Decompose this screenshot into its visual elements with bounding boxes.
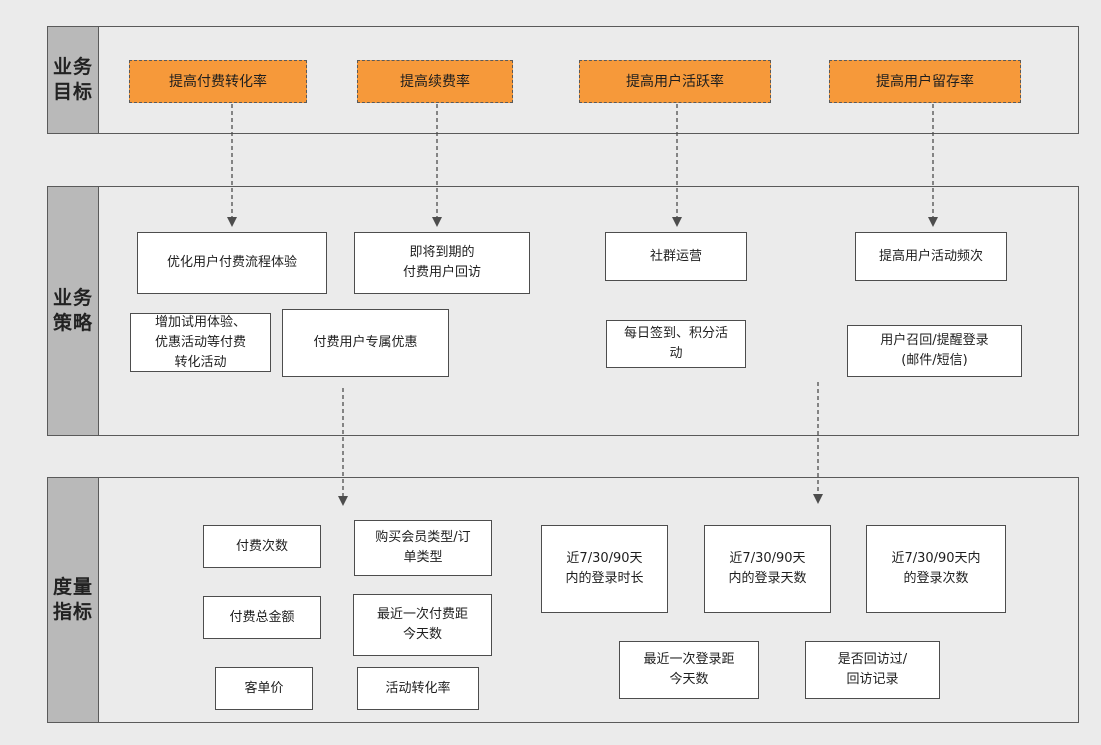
metric-avg-order-value: 客单价 <box>215 667 313 710</box>
metric-days-since-login: 最近一次登录距 今天数 <box>619 641 759 699</box>
metric-membership-order-type: 购买会员类型/订 单类型 <box>354 520 492 576</box>
strategy-activity-frequency: 提高用户活动频次 <box>855 232 1007 281</box>
metric-payment-total: 付费总金额 <box>203 596 321 639</box>
metric-login-duration: 近7/30/90天 内的登录时长 <box>541 525 668 613</box>
goals-row-label: 业务目标 <box>48 27 99 133</box>
strategy-optimize-payment-flow: 优化用户付费流程体验 <box>137 232 327 294</box>
strategy-expiring-user-followup: 即将到期的 付费用户回访 <box>354 232 530 294</box>
strategies-row: 业务策略 <box>47 186 1079 436</box>
metric-payment-count: 付费次数 <box>203 525 321 568</box>
strategy-checkin-points: 每日签到、积分活 动 <box>606 320 746 368</box>
strategies-label-text: 业务策略 <box>52 287 93 334</box>
metrics-label-text: 度量指标 <box>52 576 93 623</box>
strategy-user-recall: 用户召回/提醒登录 (邮件/短信) <box>847 325 1022 377</box>
strategy-community-ops: 社群运营 <box>605 232 747 281</box>
metric-activity-conversion: 活动转化率 <box>357 667 479 710</box>
metric-login-count: 近7/30/90天内 的登录次数 <box>866 525 1006 613</box>
strategy-exclusive-discount: 付费用户专属优惠 <box>282 309 449 377</box>
goal-retention-rate: 提高用户留存率 <box>829 60 1021 103</box>
metric-login-days: 近7/30/90天 内的登录天数 <box>704 525 831 613</box>
goal-renewal-rate: 提高续费率 <box>357 60 513 103</box>
metric-followup-record: 是否回访过/ 回访记录 <box>805 641 940 699</box>
metric-days-since-payment: 最近一次付费距 今天数 <box>353 594 492 656</box>
strategy-trial-promo: 增加试用体验、 优惠活动等付费 转化活动 <box>130 313 271 372</box>
goal-activity-rate: 提高用户活跃率 <box>579 60 771 103</box>
goal-paid-conversion: 提高付费转化率 <box>129 60 307 103</box>
goals-label-text: 业务目标 <box>52 56 93 103</box>
strategies-row-label: 业务策略 <box>48 187 99 435</box>
metrics-row-label: 度量指标 <box>48 478 99 722</box>
